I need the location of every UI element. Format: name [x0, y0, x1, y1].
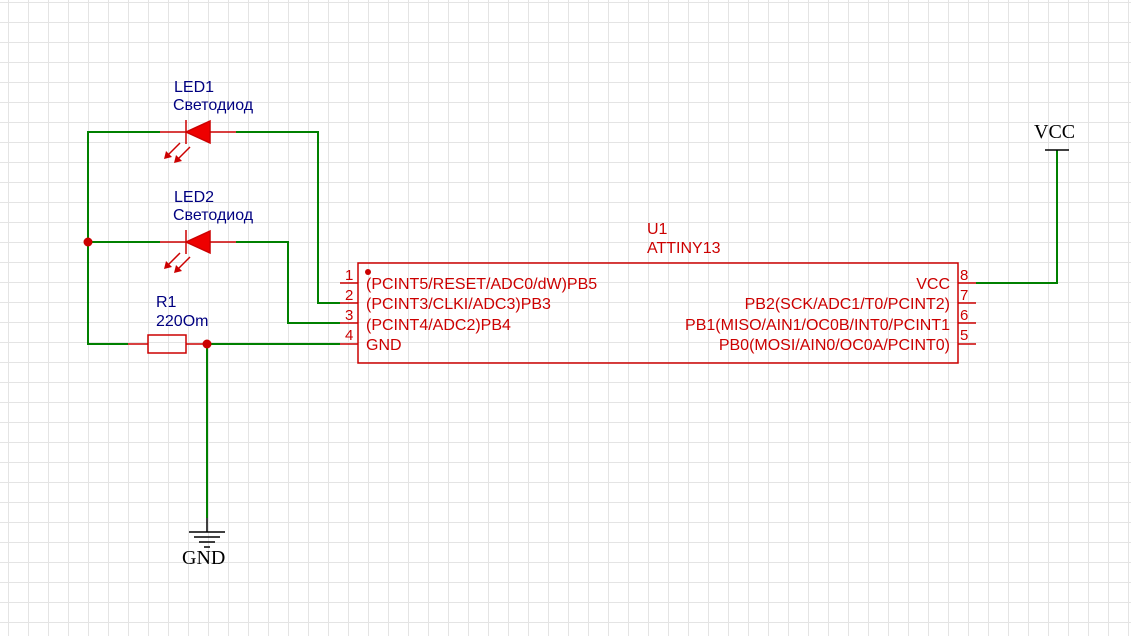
u1-pin-7-name: PB2(SCK/ADC1/T0/PCINT2): [745, 296, 950, 313]
u1-pin-2-name: (PCINT3/CLKI/ADC3)PB3: [366, 296, 551, 313]
r1-designator: R1: [156, 294, 177, 311]
u1-value: ATTINY13: [647, 240, 721, 257]
gnd-label: GND: [182, 547, 225, 569]
u1-pin-6-name: PB1(MISO/AIN1/OC0B/INT0/PCINT1: [685, 317, 950, 334]
junction-dot-left: [83, 237, 93, 247]
u1-pin-8-name: VCC: [916, 276, 950, 293]
gnd-power-symbol[interactable]: [189, 518, 225, 548]
junction-dot-gnd: [202, 339, 212, 349]
r1-value: 220Om: [156, 313, 208, 330]
led2-value: Светодиод: [173, 207, 254, 224]
u1-pin-2-number: 2: [345, 287, 353, 304]
led2-symbol[interactable]: [160, 229, 236, 273]
led1-symbol[interactable]: [160, 119, 236, 163]
wires: [87, 131, 1058, 518]
vcc-label: VCC: [1034, 121, 1075, 143]
r1-symbol[interactable]: [128, 334, 206, 354]
u1-symbol[interactable]: [340, 262, 976, 364]
u1-pin-5-number: 5: [960, 327, 968, 344]
u1-pin-8-number: 8: [960, 267, 968, 284]
u1-pin-3-number: 3: [345, 307, 353, 324]
u1-pin-3-name: (PCINT4/ADC2)PB4: [366, 317, 511, 334]
led1-value: Светодиод: [173, 97, 254, 114]
wire-led1-to-pb3[interactable]: [236, 131, 340, 304]
u1-pin-4-number: 4: [345, 327, 353, 344]
wire-vcc-pin-to-vcc[interactable]: [976, 150, 1058, 284]
u1-designator: U1: [647, 221, 668, 238]
led1-designator: LED1: [174, 79, 214, 96]
u1-pin-1-number: 1: [345, 267, 353, 284]
u1-pin-7-number: 7: [960, 287, 968, 304]
u1-pin-6-number: 6: [960, 307, 968, 324]
wire-led1-left[interactable]: [87, 131, 160, 345]
wire-led2-to-pb4[interactable]: [236, 241, 340, 324]
led2-designator: LED2: [174, 189, 214, 206]
u1-pin-5-name: PB0(MOSI/AIN0/OC0A/PCINT0): [719, 337, 950, 354]
u1-pin-1-name: (PCINT5/RESET/ADC0/dW)PB5: [366, 276, 597, 293]
u1-pin-4-name: GND: [366, 337, 402, 354]
